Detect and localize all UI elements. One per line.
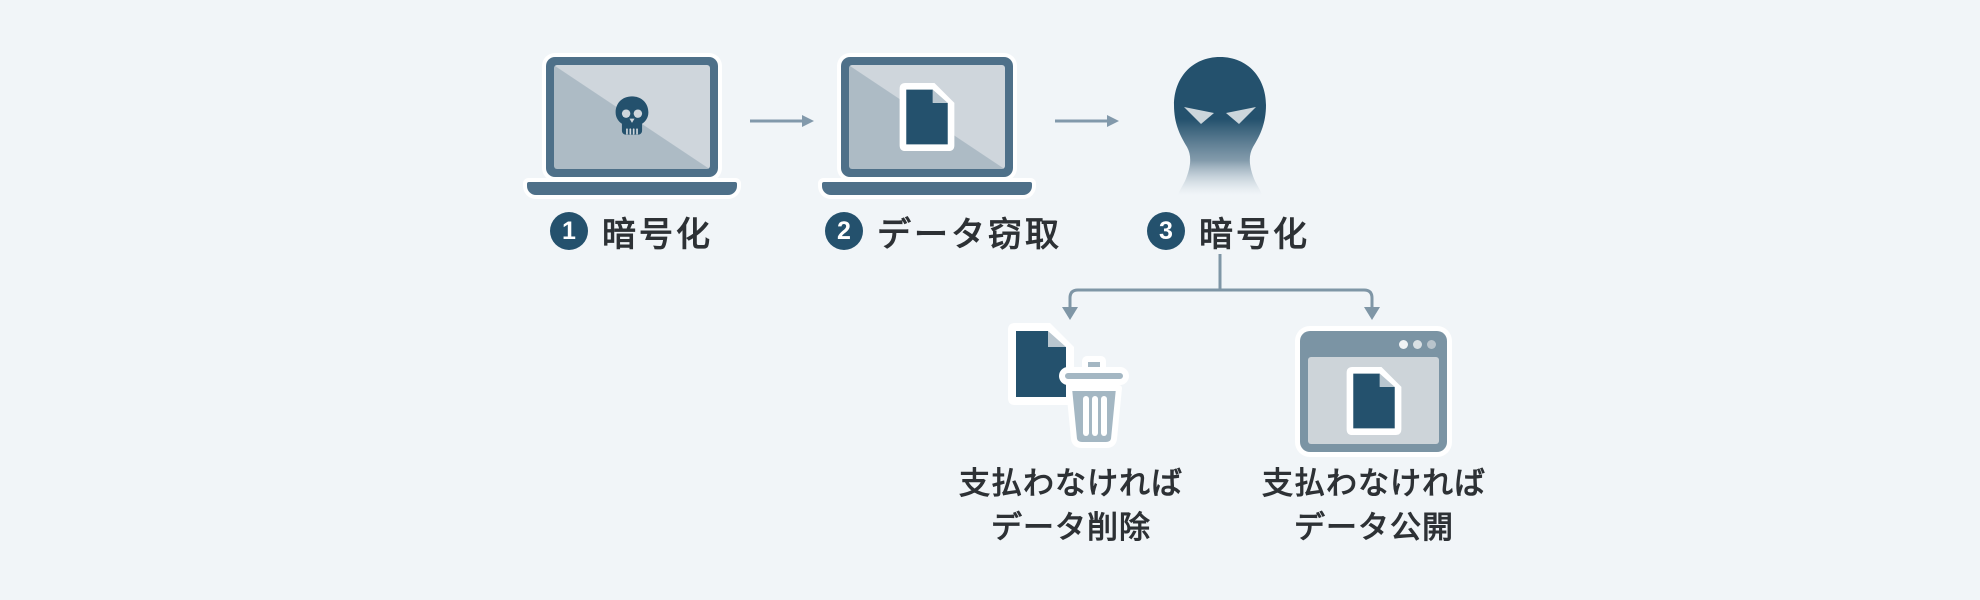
- outcome-publish-label: 支払わなければ データ公開: [1259, 462, 1489, 550]
- laptop-document-icon: [822, 57, 1032, 197]
- laptop-display: [849, 65, 1005, 169]
- laptop-display: [554, 65, 710, 169]
- browser-document-icon: [1300, 331, 1447, 452]
- step-3-label: 3 暗号化: [1147, 211, 1310, 254]
- step-label-text: 暗号化: [1199, 215, 1310, 254]
- step-number-badge: 1: [550, 212, 588, 250]
- outcome-delete-label: 支払わなければ データ削除: [956, 462, 1186, 550]
- outcome-line-2: データ公開: [1294, 510, 1454, 545]
- laptop-screen: [841, 57, 1013, 177]
- arrow-right-icon: [1055, 115, 1119, 127]
- step-number-badge: 3: [1147, 212, 1185, 250]
- document-icon: [1346, 366, 1401, 435]
- window-dot-icon: [1427, 340, 1436, 349]
- step-number-badge: 2: [825, 212, 863, 250]
- hacker-face-icon: [1174, 57, 1266, 195]
- step-label-text: 暗号化: [602, 215, 713, 254]
- window-dot-icon: [1413, 340, 1422, 349]
- skull-icon: [615, 96, 649, 135]
- laptop-skull-icon: [527, 57, 737, 197]
- left-eye: [1184, 107, 1214, 124]
- outcome-line-1: 支払わなければ: [1262, 466, 1486, 501]
- right-eye: [1226, 107, 1256, 124]
- document-icon: [1008, 323, 1074, 405]
- laptop-base: [822, 182, 1032, 195]
- browser-content: [1308, 357, 1439, 444]
- document-trash-icon: [1008, 323, 1138, 449]
- trash-icon: [1059, 356, 1129, 448]
- arrow-right-icon: [750, 115, 814, 127]
- arrow-down-icon: [1364, 307, 1380, 320]
- arrow-down-icon: [1062, 307, 1078, 320]
- window-dot-icon: [1399, 340, 1408, 349]
- step-1-label: 1 暗号化: [550, 211, 713, 254]
- step-2-label: 2 データ窃取: [825, 211, 1062, 254]
- outcome-line-2: データ削除: [991, 510, 1151, 545]
- laptop-base: [527, 182, 737, 195]
- step-label-text: データ窃取: [877, 215, 1062, 254]
- laptop-screen: [546, 57, 718, 177]
- document-icon: [899, 83, 955, 151]
- outcome-line-1: 支払わなければ: [959, 466, 1183, 501]
- branch-connector: [1062, 254, 1380, 320]
- browser-dots: [1399, 340, 1436, 349]
